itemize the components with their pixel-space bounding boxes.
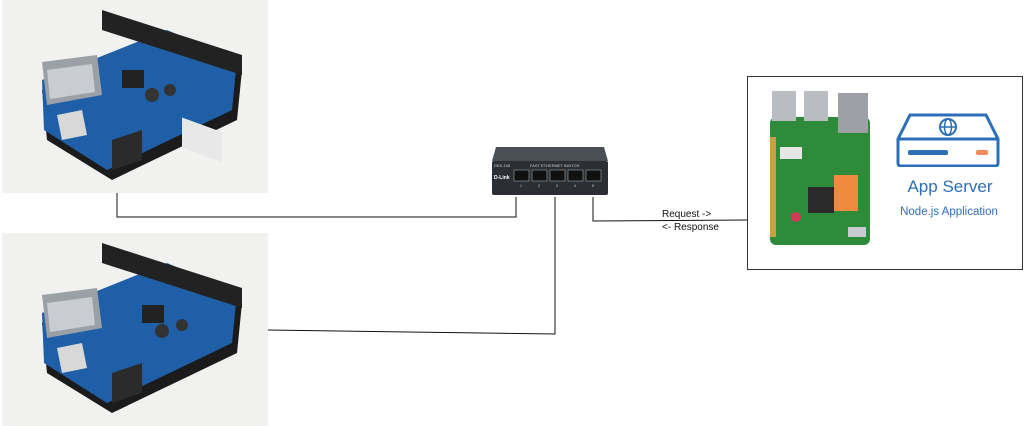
- switch-caption: FAST ETHERNET SWITCH: [530, 163, 580, 168]
- server-subtitle: Node.js Application: [900, 206, 998, 218]
- arduino-board-bottom: [2, 233, 268, 426]
- arduino-board-bottom-illustration: [42, 243, 242, 413]
- arduino-board-top: [2, 0, 268, 193]
- wire-board-top: [116, 193, 517, 218]
- raspberry-pi-board: [768, 87, 878, 247]
- wire-board-bottom: [267, 197, 556, 335]
- switch-port-1: 1: [520, 184, 522, 188]
- ethernet-switch: DES-105 FAST ETHERNET SWITCH D-Link 1 2 …: [490, 143, 610, 199]
- switch-port-3: 3: [556, 184, 558, 188]
- server-globe-icon: [896, 113, 1000, 168]
- app-server-box: App Server Node.js Application: [747, 76, 1023, 270]
- request-label: Request ->: [662, 209, 712, 220]
- switch-port-4: 4: [574, 184, 576, 188]
- ethernet-switch-icon: DES-105 FAST ETHERNET SWITCH D-Link 1 2 …: [492, 147, 608, 195]
- wire-server: [592, 197, 748, 222]
- raspberry-pi-illustration: [770, 91, 870, 245]
- response-label: <- Response: [662, 222, 719, 233]
- arduino-board-top-illustration: [42, 10, 242, 180]
- server-title: App Server: [907, 177, 993, 196]
- switch-model: DES-105: [494, 163, 511, 168]
- switch-port-5: 5: [592, 184, 594, 188]
- switch-port-2: 2: [538, 184, 540, 188]
- switch-brand: D-Link: [494, 175, 510, 181]
